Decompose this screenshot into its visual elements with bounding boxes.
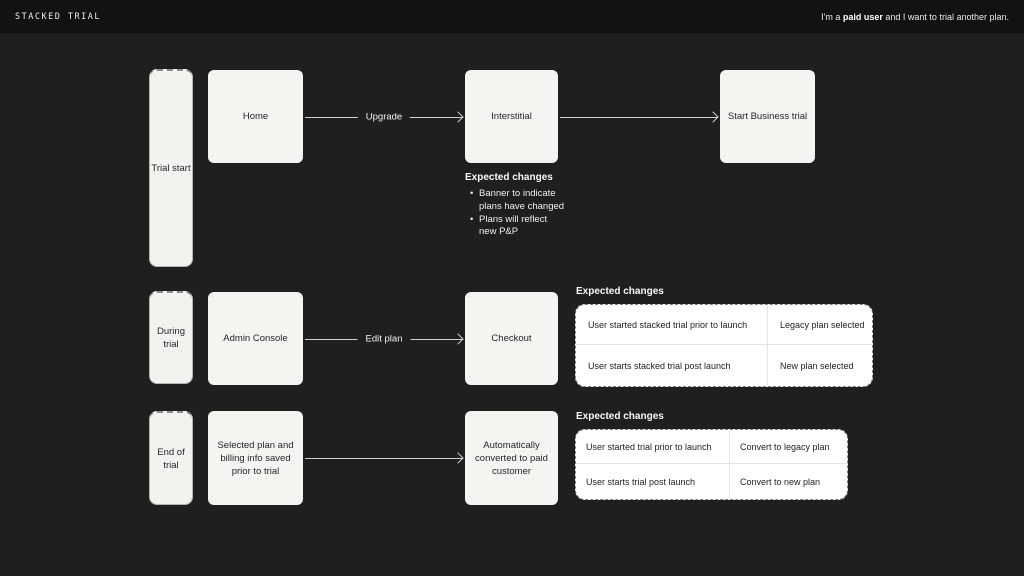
table-cell: Legacy plan selected	[768, 305, 872, 345]
node-home[interactable]: Home	[208, 70, 303, 163]
node-start-business-trial[interactable]: Start Business trial	[720, 70, 815, 163]
lane-end-of-trial[interactable]: End of trial	[149, 411, 193, 505]
arrow-home-to-interstitial[interactable]: Upgrade	[305, 111, 464, 123]
node-start-business-trial-label: Start Business trial	[727, 111, 808, 122]
table-cell: User starts trial post launch	[576, 464, 730, 499]
table-cell: User started stacked trial prior to laun…	[576, 305, 768, 345]
table-cell: Convert to legacy plan	[730, 430, 847, 464]
user-story-suffix: and I want to trial another plan.	[882, 11, 1009, 22]
table-cell: New plan selected	[768, 345, 872, 386]
lane-trial-start-label: Trial start	[151, 163, 191, 174]
lane-end-of-trial-label: End of trial	[157, 446, 185, 471]
arrowhead-icon	[707, 111, 719, 123]
node-selected-plan-label: Selected plan and billing info saved pri…	[217, 439, 294, 477]
lane-during-trial-label: During trial	[157, 326, 185, 350]
arrow-selected-plan-to-converted[interactable]	[305, 452, 464, 464]
arrow-interstitial-to-business-trial[interactable]	[560, 111, 719, 123]
table-cell: User started trial prior to launch	[576, 430, 730, 464]
annotation-heading: Expected changes	[576, 286, 664, 297]
arrowhead-icon	[452, 111, 464, 123]
node-selected-plan[interactable]: Selected plan and billing info saved pri…	[208, 411, 303, 505]
arrow-edit-plan-label: Edit plan	[357, 333, 411, 345]
arrowhead-icon	[452, 452, 464, 464]
table-cell: User starts stacked trial post launch	[576, 345, 768, 386]
node-interstitial-label: Interstitial	[491, 111, 532, 122]
lane-during-trial[interactable]: During trial	[149, 291, 193, 384]
annotation-interstitial-changes[interactable]: Expected changes Banner to indicate plan…	[465, 172, 567, 239]
annotation-bullet-list: Banner to indicate plans have changed Pl…	[465, 188, 567, 239]
annotation-during-trial-changes[interactable]: Expected changes User started stacked tr…	[575, 286, 873, 387]
arrowhead-icon	[452, 333, 464, 345]
node-auto-converted-label: Automatically converted to paid customer	[475, 439, 548, 477]
expected-changes-table[interactable]: User started stacked trial prior to laun…	[575, 304, 873, 387]
annotation-end-of-trial-changes[interactable]: Expected changes User started trial prio…	[575, 411, 848, 500]
node-admin-console[interactable]: Admin Console	[208, 292, 303, 385]
node-auto-converted[interactable]: Automatically converted to paid customer	[465, 411, 558, 505]
user-story-note: I'm a paid user and I want to trial anot…	[821, 12, 1009, 22]
expected-changes-table[interactable]: User started trial prior to launch Conve…	[575, 429, 848, 500]
user-story-bold: paid user	[842, 11, 883, 22]
table-cell: Convert to new plan	[730, 464, 847, 499]
node-home-label: Home	[242, 111, 269, 122]
annotation-bullet: Banner to indicate plans have changed	[465, 188, 565, 213]
user-story-prefix: I'm a	[821, 11, 843, 22]
annotation-bullet: Plans will reflect new P&P	[465, 214, 565, 239]
top-bar: STACKED TRIAL I'm a paid user and I want…	[0, 0, 1024, 33]
page-title: STACKED TRIAL	[15, 11, 102, 22]
annotation-heading: Expected changes	[465, 172, 553, 183]
node-checkout[interactable]: Checkout	[465, 292, 558, 385]
arrow-admin-to-checkout[interactable]: Edit plan	[305, 333, 464, 345]
node-interstitial[interactable]: Interstitial	[465, 70, 558, 163]
node-checkout-label: Checkout	[491, 333, 532, 344]
annotation-heading: Expected changes	[576, 411, 664, 422]
arrow-upgrade-label: Upgrade	[357, 111, 411, 123]
lane-trial-start[interactable]: Trial start	[149, 69, 193, 267]
node-admin-console-label: Admin Console	[223, 333, 288, 344]
